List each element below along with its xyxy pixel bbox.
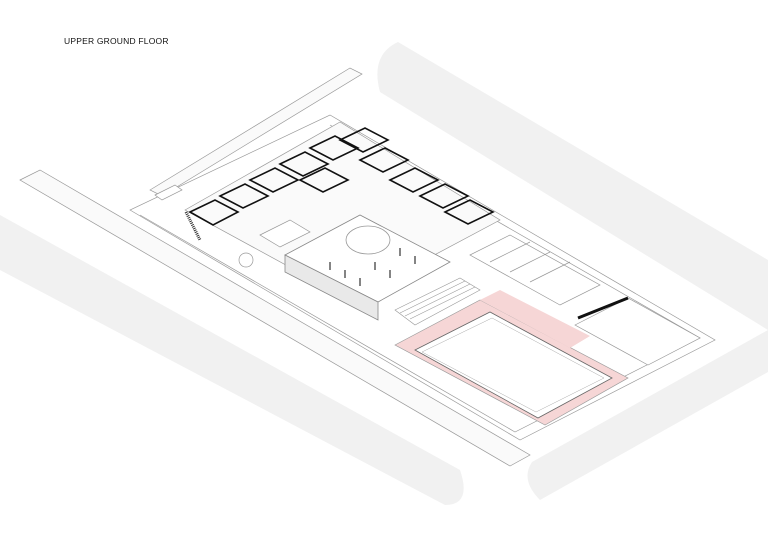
drawing-title: UPPER GROUND FLOOR: [64, 36, 169, 46]
small-structures: [154, 184, 311, 268]
roads: [0, 42, 768, 505]
road-bottom-right: [527, 330, 768, 500]
site-outline: [19, 67, 716, 467]
central-hall: [284, 214, 451, 321]
road-left: [0, 215, 464, 505]
sports-field: [394, 299, 629, 426]
amphitheatre-steps: [394, 277, 481, 326]
right-annex: [469, 234, 701, 366]
road-top: [377, 42, 768, 330]
